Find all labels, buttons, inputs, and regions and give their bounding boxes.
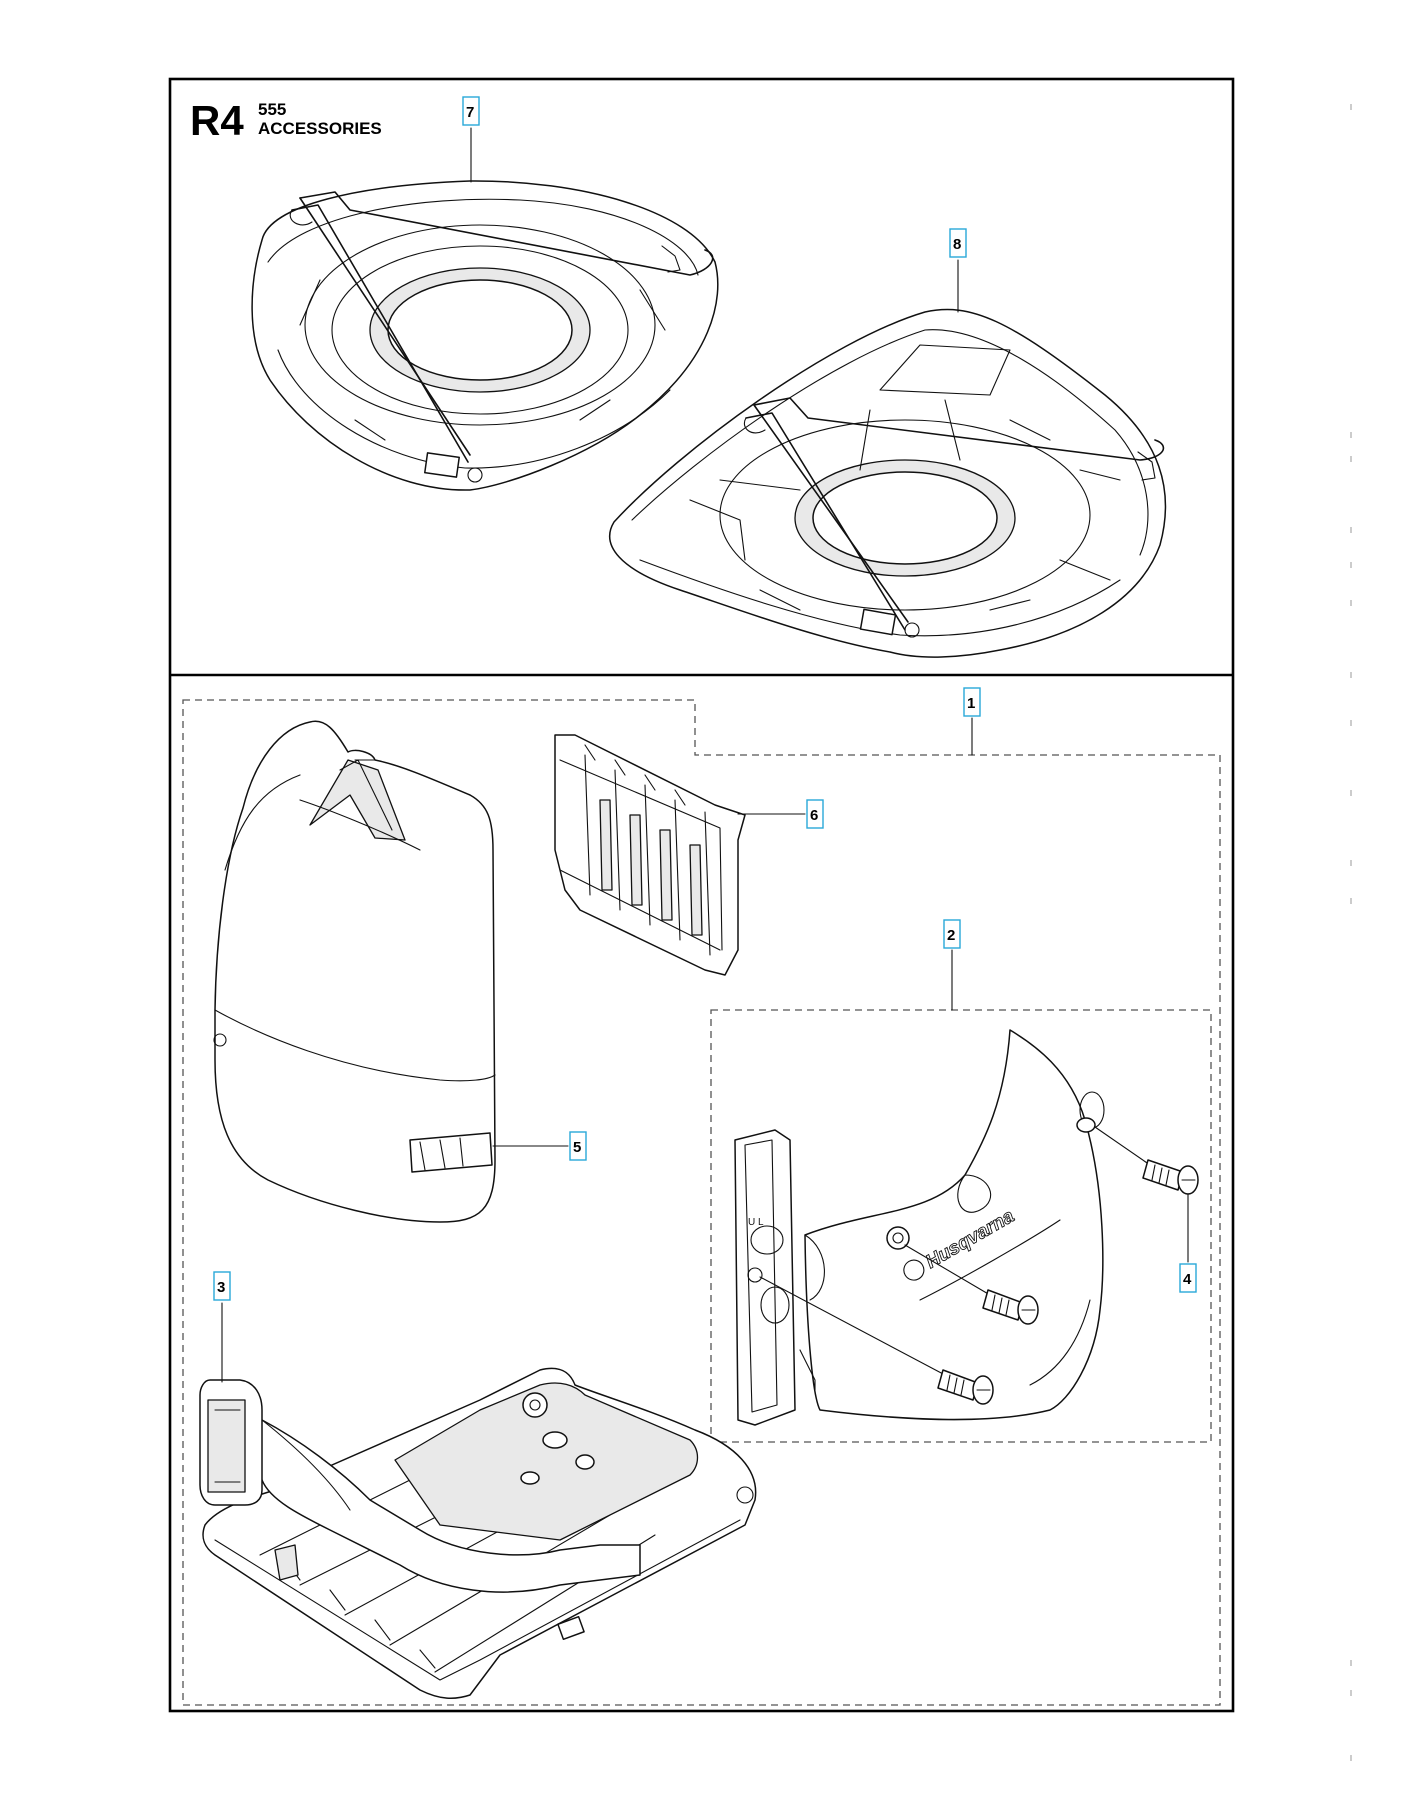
section-title: ACCESSORIES bbox=[258, 119, 382, 138]
svg-text:3: 3 bbox=[217, 1279, 225, 1296]
callout-3[interactable]: 3 bbox=[213, 1271, 231, 1301]
part-2-side-cover: U L Husqvarna bbox=[734, 1029, 1105, 1426]
part-5-filter-cover bbox=[213, 720, 496, 1223]
callout-4[interactable]: 4 bbox=[1179, 1263, 1197, 1293]
callout-8[interactable]: 8 bbox=[949, 228, 967, 258]
callout-6[interactable]: 6 bbox=[806, 799, 824, 829]
svg-text:4: 4 bbox=[1183, 1271, 1192, 1288]
callout-1[interactable]: 1 bbox=[963, 687, 981, 717]
svg-text:6: 6 bbox=[810, 807, 818, 824]
callout-7[interactable]: 7 bbox=[462, 96, 480, 126]
part-6-filter-element bbox=[554, 734, 746, 976]
callout-5[interactable]: 5 bbox=[569, 1131, 587, 1161]
part-3-filter-base bbox=[199, 1367, 757, 1700]
svg-text:7: 7 bbox=[466, 104, 474, 121]
leader-lines bbox=[221, 127, 1189, 1383]
svg-text:5: 5 bbox=[573, 1139, 581, 1156]
section-header: R4 555 ACCESSORIES bbox=[190, 97, 382, 144]
diagram-frame bbox=[168, 77, 1235, 1713]
kit-2-boundary bbox=[710, 1009, 1212, 1443]
svg-text:1: 1 bbox=[967, 695, 975, 712]
model-number: 555 bbox=[258, 100, 286, 119]
cover-marking: U L bbox=[748, 1217, 764, 1228]
section-code: R4 bbox=[190, 97, 244, 144]
callout-2[interactable]: 2 bbox=[943, 919, 961, 949]
kit-1-boundary bbox=[182, 699, 1221, 1706]
part-8-triangular-deflector bbox=[609, 308, 1167, 658]
svg-text:2: 2 bbox=[947, 927, 955, 944]
svg-text:8: 8 bbox=[953, 236, 961, 253]
part-4-screws bbox=[759, 1117, 1199, 1405]
part-7-round-deflector bbox=[251, 180, 719, 491]
